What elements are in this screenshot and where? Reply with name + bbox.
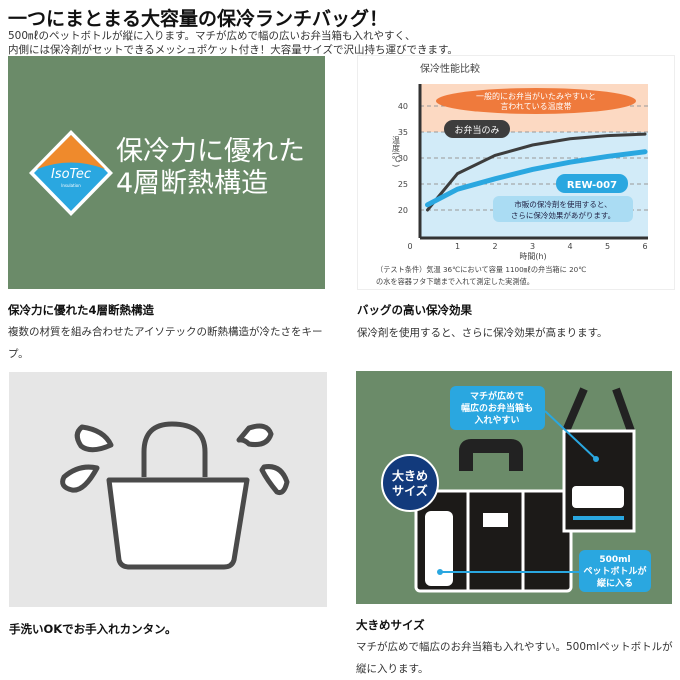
x-tick-label: 3	[530, 242, 535, 251]
callout-top-2: 幅広のお弁当箱も	[461, 402, 533, 414]
band-label-bubble	[436, 88, 636, 114]
callout-top-3: 入れやすい	[473, 415, 519, 426]
feature-text-insulation: 複数の材質を組み合わせたアイソテックの断熱構造が冷たさをキープ。	[8, 326, 323, 360]
intro-line-1: 500㎖のペットボトルが縦に入ります。マチが広めで幅の広いお弁当箱も入れやすく、	[8, 30, 416, 42]
insulation-headline-2: 4層断熱構造	[116, 168, 269, 199]
x-tick-label: 5	[605, 242, 610, 251]
feature-text-size: マチが広めで幅広のお弁当箱も入れやすい。500mlペットボトルが縦に入ります。	[356, 641, 673, 675]
insulation-image: IsoTec Insulation 保冷力に優れた 4層断熱構造	[8, 56, 325, 289]
feature-heading-washable: 手洗いOKでお手入れカンタン。	[9, 622, 177, 636]
chart-title: 保冷性能比較	[420, 62, 480, 75]
series-line-bento-only	[426, 132, 647, 212]
y-tick-label: 35	[398, 128, 408, 137]
logo-sub: Insulation	[61, 183, 81, 188]
size-badge-1: 大きめ	[392, 468, 428, 483]
size-image: 大きめ サイズ マチが広めで 幅広のお弁当箱も 入れやすい 500ml ペットボ…	[356, 371, 672, 604]
y-tick-label: 40	[398, 102, 408, 111]
x-axis-label: 時間(h)	[519, 252, 546, 261]
cooling-chart: 20 25 30 35 40 0 1 2 3 4 5 6 保冷性能比較一般的にお弁当がいたみやすいと言わ…	[357, 55, 675, 290]
bag-size-illustration: 大きめ サイズ マチが広めで 幅広のお弁当箱も 入れやすい 500ml ペットボ…	[381, 386, 651, 593]
page-title: 一つにまとまる大容量の保冷ランチバッグ！	[8, 8, 389, 30]
logo-text: IsoTec	[51, 167, 91, 182]
callout-bottom-3: 縦に入る	[597, 577, 633, 589]
series-label-rew007: REW-007	[567, 180, 617, 191]
callout-bottom-1: 500ml	[599, 555, 630, 565]
feature-heading-size: 大きめサイズ	[356, 618, 425, 632]
y-axis-label: 温度(℃)	[391, 136, 401, 167]
series-label-bubble	[444, 120, 510, 138]
insulation-headline-1: 保冷力に優れた	[116, 136, 305, 167]
callout-bottom-2: ペットボトルが	[583, 565, 647, 577]
y-tick-label: 30	[398, 154, 408, 163]
x-tick-label: 2	[492, 242, 497, 251]
x-tick-label: 0	[407, 242, 412, 251]
band-label-1: 一般的にお弁当がいたみやすいと	[476, 91, 596, 101]
series-label-bento: お弁当のみ	[454, 124, 499, 136]
x-tick-label: 4	[567, 242, 572, 251]
feature-heading-cooling: バッグの高い保冷効果	[357, 303, 472, 317]
intro-line-2: 内側には保冷剤がセットできるメッシュポケット付き！大容量サイズで沢山持ち運びでき…	[8, 44, 458, 56]
x-tick-label: 1	[455, 242, 460, 251]
note-line-1: 市販の保冷剤を使用すると、	[514, 199, 611, 209]
x-tick-label: 6	[642, 242, 647, 251]
size-badge-2: サイズ	[392, 483, 428, 498]
footnote-2: の水を容器フタ下端まで入れて測定した実測値。	[376, 277, 534, 286]
series-label-bubble	[556, 174, 628, 193]
footnote-1: （テスト条件）気温 36℃において容量 1100㎖の弁当箱に 20℃	[376, 265, 586, 274]
y-tick-label: 20	[398, 206, 408, 215]
bag-water-icon	[60, 421, 290, 570]
note-line-2: さらに保冷効果があがります。	[511, 210, 615, 220]
hand-wash-image	[9, 372, 327, 607]
band-label-2: 言われている温度帯	[500, 101, 571, 111]
feature-text-cooling: 保冷剤を使用すると、さらに保冷効果が高まります。	[357, 327, 608, 339]
note-box	[493, 196, 633, 222]
series-line-rew007	[425, 149, 648, 208]
feature-heading-insulation: 保冷力に優れた4層断熱構造	[8, 303, 155, 317]
callout-top-1: マチが広めで	[470, 390, 524, 402]
isotec-logo: IsoTec Insulation	[29, 130, 113, 216]
y-tick-label: 25	[398, 180, 408, 189]
